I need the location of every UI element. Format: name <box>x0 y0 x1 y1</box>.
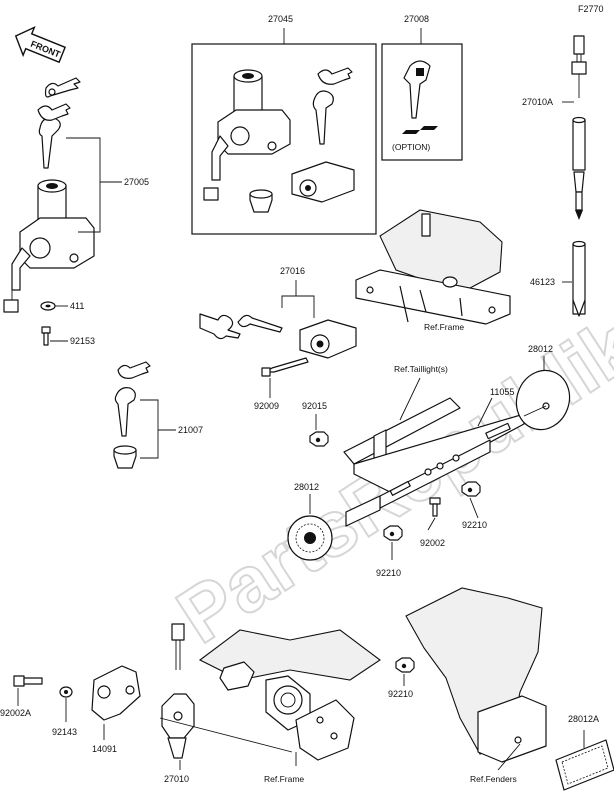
key-icon <box>114 361 151 437</box>
box-27008 <box>381 43 463 161</box>
label-411: 411 <box>70 301 84 311</box>
pin-icon <box>572 240 586 317</box>
label-46123: 46123 <box>530 277 555 287</box>
front-arrow-icon: FRONT <box>14 25 67 64</box>
bolt-icon <box>13 675 43 687</box>
ref-fenders: Ref.Fenders <box>470 774 517 784</box>
label-21007: 21007 <box>178 425 203 435</box>
rear-fender-icon <box>405 587 547 763</box>
washer-icon <box>59 686 73 698</box>
label-28012-top: 28012 <box>528 344 553 354</box>
lock-icon <box>299 319 357 359</box>
label-27005: 27005 <box>124 177 149 187</box>
screw-icon <box>41 326 51 346</box>
nut-icon <box>309 431 329 447</box>
frame-bracket-icon <box>355 209 511 325</box>
label-92210-b: 92210 <box>376 568 401 578</box>
key-icon <box>199 313 241 340</box>
label-27016: 27016 <box>280 266 305 276</box>
label-92210-a: 92210 <box>462 520 487 530</box>
key-icon <box>237 314 283 333</box>
washer-icon <box>40 301 56 311</box>
label-92002A: 92002A <box>0 708 31 718</box>
ignition-switch-icon <box>3 179 95 313</box>
side-stand-switch-icon <box>161 623 195 759</box>
option-label: (OPTION) <box>392 142 430 152</box>
label-92143: 92143 <box>52 727 77 737</box>
label-92153: 92153 <box>70 336 95 346</box>
label-92015: 92015 <box>302 401 327 411</box>
label-27010: 27010 <box>164 774 189 784</box>
nut-icon <box>461 481 481 497</box>
bolt-icon <box>429 497 441 517</box>
cap-icon <box>249 189 273 213</box>
label-28012-mid: 28012 <box>294 482 319 492</box>
reflector-icon <box>555 739 614 791</box>
ref-frame-bottom: Ref.Frame <box>264 774 304 784</box>
label-92210-c: 92210 <box>388 689 413 699</box>
label-92002: 92002 <box>420 538 445 548</box>
key-icon <box>37 103 71 169</box>
label-14091: 14091 <box>92 744 117 754</box>
switch-sensor-icon <box>571 35 587 220</box>
nut-icon <box>395 657 415 673</box>
key-icon <box>312 67 353 145</box>
ignition-switch-icon <box>203 69 291 201</box>
ref-frame-top: Ref.Frame <box>424 322 464 332</box>
blank-key-icon <box>403 60 431 119</box>
license-bracket-icon <box>343 397 525 527</box>
reflector-icon <box>515 369 571 431</box>
reflector-icon <box>287 515 333 561</box>
key-icon <box>44 77 81 98</box>
label-27008: 27008 <box>404 14 429 24</box>
label-11055: 11055 <box>490 387 514 397</box>
cap-icon <box>113 445 137 469</box>
label-92009: 92009 <box>254 401 279 411</box>
switch-cover-icon <box>91 665 141 721</box>
label-27045: 27045 <box>268 14 293 24</box>
figure-code: F2770 <box>578 4 604 14</box>
ref-taillight: Ref.Taillight(s) <box>394 364 448 374</box>
label-27010A: 27010A <box>522 97 553 107</box>
lock-icon <box>291 161 355 203</box>
frame-lug-icon <box>198 629 381 761</box>
nut-icon <box>383 525 403 541</box>
label-28012A: 28012A <box>568 714 599 724</box>
screw-icon <box>261 357 309 377</box>
